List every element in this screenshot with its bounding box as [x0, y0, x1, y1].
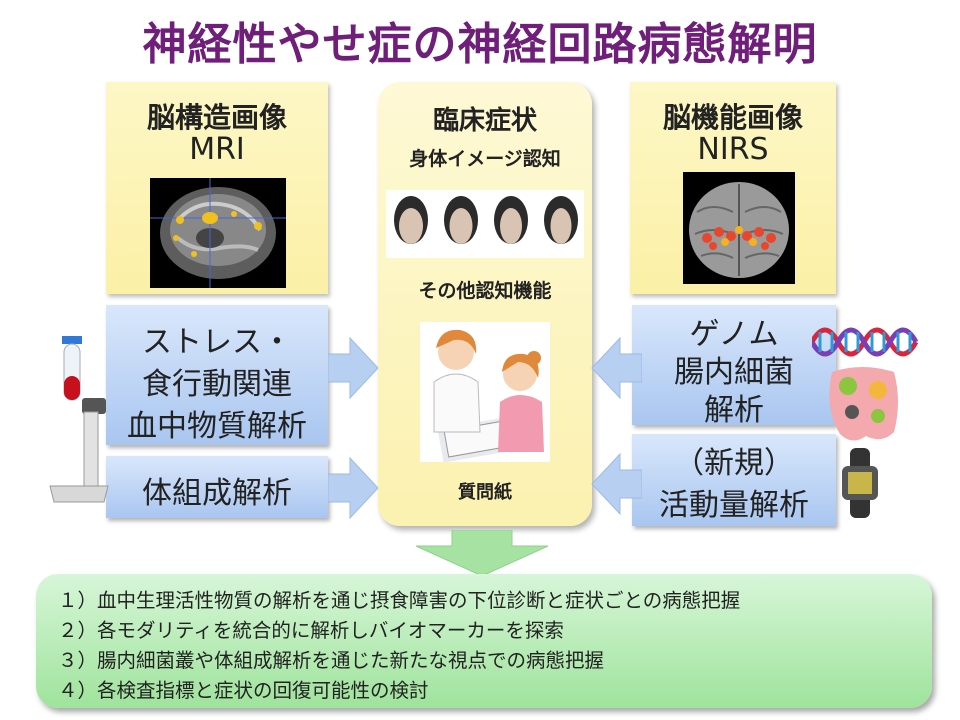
body-image-label: 身体イメージ認知 [409, 148, 561, 170]
activity-analysis-box: （新規） 活動量解析 [632, 434, 836, 526]
result-item-3: ３）腸内細菌叢や体組成解析を通じた新たな視点での病態把握 [58, 649, 605, 672]
result-item-2: ２）各モダリティを統合的に解析しバイオマーカーを探索 [58, 619, 564, 642]
genome-line2: 腸内細菌 [674, 355, 794, 390]
face-images [386, 190, 584, 258]
stress-line3: 血中物質解析 [127, 409, 307, 444]
arrow-right-1 [328, 336, 379, 400]
activity-line1: （新規） [674, 446, 794, 481]
genome-gut-analysis-box: ゲノム 腸内細菌 解析 [632, 305, 836, 428]
results-box: １）血中生理活性物質の解析を通じ摂食障害の下位診断と症状ごとの病態把握 ２）各モ… [36, 574, 932, 708]
stress-blood-analysis-box: ストレス・ 食行動関連 血中物質解析 [106, 305, 328, 445]
genome-line1: ゲノム [689, 317, 779, 352]
brain-structure-panel: 脳構造画像 MRI [106, 82, 328, 294]
body-composition-box: 体組成解析 [106, 456, 328, 518]
dna-icon [812, 327, 918, 357]
brain-function-panel: 脳機能画像 NIRS [630, 82, 836, 294]
blood-tube-icon [62, 336, 82, 401]
nirs-label: NIRS [697, 132, 769, 167]
arrow-left-2 [591, 452, 642, 516]
clinical-symptoms-panel: 臨床症状 身体イメージ認知 その他認知機能 質問紙 [378, 82, 592, 526]
result-item-4: ４）各検査指標と症状の回復可能性の検討 [58, 679, 429, 702]
mri-brain-image [150, 178, 286, 288]
brain-structure-title: 脳構造画像 [146, 101, 287, 134]
clinical-symptoms-title: 臨床症状 [432, 106, 537, 136]
arrow-right-2 [328, 456, 379, 520]
activity-line2: 活動量解析 [659, 488, 809, 523]
arrow-left-1 [591, 336, 642, 400]
questionnaire-label: 質問紙 [458, 482, 512, 503]
gut-bacteria-icon [829, 367, 898, 441]
body-composition-label: 体組成解析 [142, 476, 292, 511]
mri-label: MRI [189, 132, 245, 167]
page-title: 神経性やせ症の神経回路病態解明 [142, 19, 818, 70]
genome-line3: 解析 [704, 393, 764, 428]
result-item-1: １）血中生理活性物質の解析を通じ摂食障害の下位診断と症状ごとの病態把握 [58, 589, 741, 612]
nirs-brain-image [683, 172, 795, 284]
activity-tracker-icon [842, 448, 878, 518]
stress-line2: 食行動関連 [142, 367, 292, 402]
other-cognition-label: その他認知機能 [418, 280, 552, 302]
nurse-patient-illustration [420, 322, 550, 462]
brain-function-title: 脳機能画像 [662, 101, 803, 134]
arrow-down [415, 530, 549, 577]
body-composition-scale-icon [49, 398, 109, 503]
stress-line1: ストレス・ [142, 325, 292, 360]
